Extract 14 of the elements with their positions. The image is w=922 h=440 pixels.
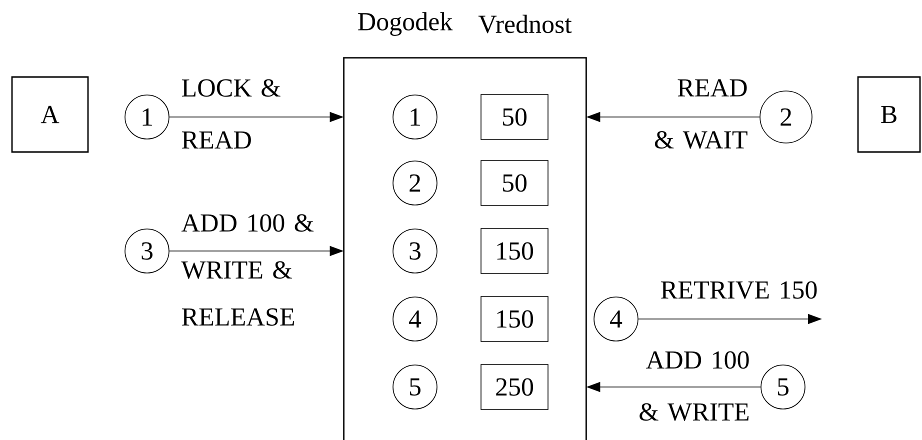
column-heading: Vrednost: [478, 14, 572, 34]
edge-label: LOCK & READ: [182, 79, 280, 149]
actor-box: B: [857, 76, 921, 153]
edge-label: READ & WAIT: [654, 79, 748, 149]
value-box: 250: [480, 364, 548, 410]
actor-box: A: [11, 76, 89, 153]
edge-label: RETRIVE 150: [661, 281, 817, 299]
column-heading: Dogodek: [358, 12, 453, 36]
value-box: 50: [480, 94, 548, 140]
edge-label: ADD 100 & WRITE: [640, 351, 749, 421]
value-box: 50: [480, 160, 548, 206]
value-box: 150: [480, 228, 548, 274]
value-box: 150: [480, 296, 548, 342]
edge-label: ADD 100 & WRITE & RELEASE: [181, 214, 314, 326]
